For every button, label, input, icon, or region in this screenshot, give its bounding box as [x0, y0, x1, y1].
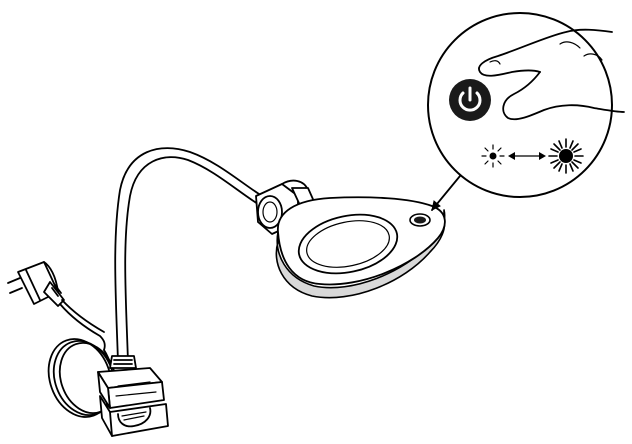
- pointing-hand-icon: [478, 28, 625, 121]
- double-arrow-icon: [508, 152, 546, 160]
- flexible-arm-icon: [114, 147, 263, 363]
- magnifier-lens-icon: [275, 196, 446, 299]
- bright-light-icon: [548, 138, 584, 174]
- dim-light-icon: [481, 144, 505, 168]
- callout-leader: [431, 175, 461, 211]
- table-clamp-icon: [97, 355, 169, 437]
- touch-button-icon: [409, 213, 431, 227]
- power-plug-icon: [7, 261, 65, 307]
- power-icon: [449, 79, 491, 121]
